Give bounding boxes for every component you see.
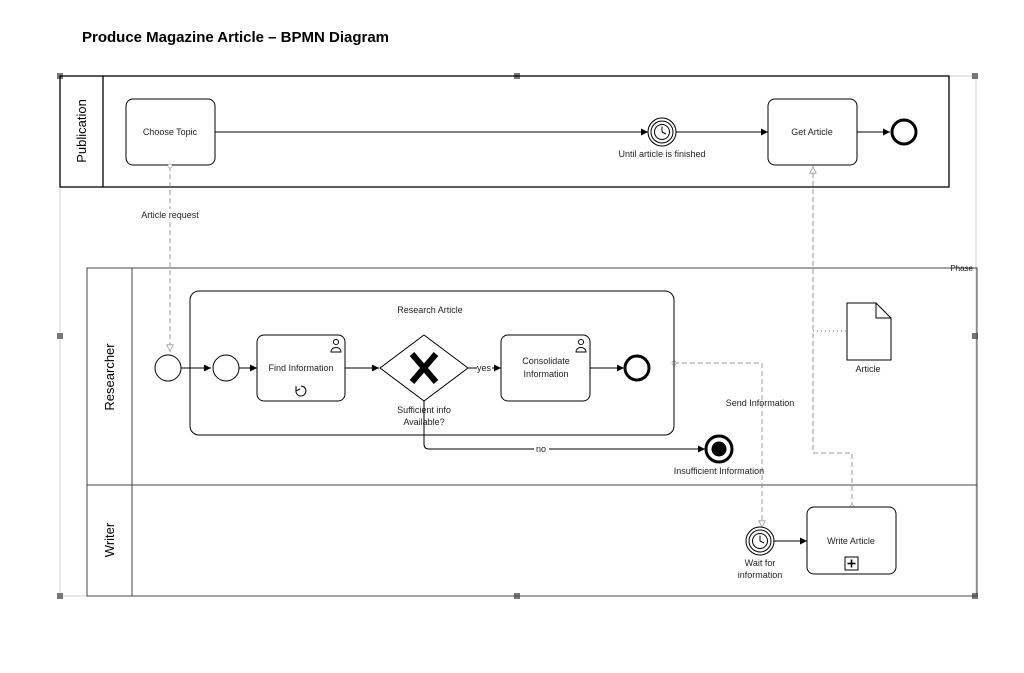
svg-text:Write Article: Write Article <box>827 536 875 546</box>
message-flow-article-to-get[interactable] <box>813 166 852 507</box>
x-icon <box>409 352 439 384</box>
end-event-insufficient[interactable]: Insufficient Information <box>674 434 764 476</box>
publication-pool[interactable]: Publication <box>59 75 950 188</box>
end-event-publication[interactable] <box>890 118 918 146</box>
svg-text:Information: Information <box>523 369 568 379</box>
subprocess-research-article[interactable]: Research Article <box>189 290 675 436</box>
collapsed-subprocess-icon <box>844 556 859 571</box>
timer-label: Until article is finished <box>618 149 705 159</box>
task-choose-topic[interactable]: Choose Topic <box>125 98 216 166</box>
start-event-subprocess[interactable] <box>212 354 240 382</box>
yes-label: yes <box>477 363 492 373</box>
phase-label: Phase <box>950 264 973 273</box>
message-flow-send-information[interactable]: Send Information <box>674 363 794 528</box>
timer-event-until-finished[interactable]: Until article is finished <box>618 117 706 159</box>
svg-text:Get Article: Get Article <box>791 127 833 137</box>
end-event-subprocess[interactable] <box>623 354 651 382</box>
subprocess-title: Research Article <box>397 305 463 315</box>
task-find-information[interactable]: Find Information <box>256 334 346 402</box>
resize-handle[interactable] <box>57 333 63 339</box>
lane-label-writer: Writer <box>102 522 117 557</box>
loop-icon <box>295 385 307 397</box>
send-information-label: Send Information <box>726 398 795 408</box>
clock-icon <box>752 533 768 549</box>
task-get-article[interactable]: Get Article <box>767 98 858 166</box>
data-object-label: Article <box>855 364 880 374</box>
svg-text:Choose Topic: Choose Topic <box>143 127 198 137</box>
user-icon <box>330 338 342 353</box>
resize-handle[interactable] <box>972 333 978 339</box>
user-icon <box>575 338 587 353</box>
task-write-article[interactable]: Write Article <box>806 506 897 575</box>
resize-handle[interactable] <box>972 73 978 79</box>
resize-handle[interactable] <box>57 593 63 599</box>
sequence-flow-yes[interactable]: yes <box>468 362 501 373</box>
svg-text:Consolidate: Consolidate <box>522 356 570 366</box>
insufficient-label: Insufficient Information <box>674 466 764 476</box>
data-object-article[interactable]: Article <box>846 302 892 374</box>
message-flow-article-request[interactable]: Article request <box>138 166 202 352</box>
article-request-label: Article request <box>141 210 199 220</box>
task-consolidate-information[interactable]: Consolidate Information <box>500 334 591 402</box>
wait-label-line1: Wait for <box>745 558 776 568</box>
wait-label-line2: information <box>738 570 783 580</box>
page-title: Produce Magazine Article – BPMN Diagram <box>82 29 390 46</box>
pool-label-publication: Publication <box>74 99 89 163</box>
svg-text:Find Information: Find Information <box>268 363 333 373</box>
lane-label-researcher: Researcher <box>102 343 117 411</box>
clock-icon <box>654 124 670 140</box>
sequence-flow-no[interactable]: no <box>423 401 705 455</box>
timer-event-wait[interactable]: Wait for information <box>738 526 783 580</box>
no-label: no <box>536 444 546 454</box>
start-event-researcher[interactable] <box>154 354 182 382</box>
